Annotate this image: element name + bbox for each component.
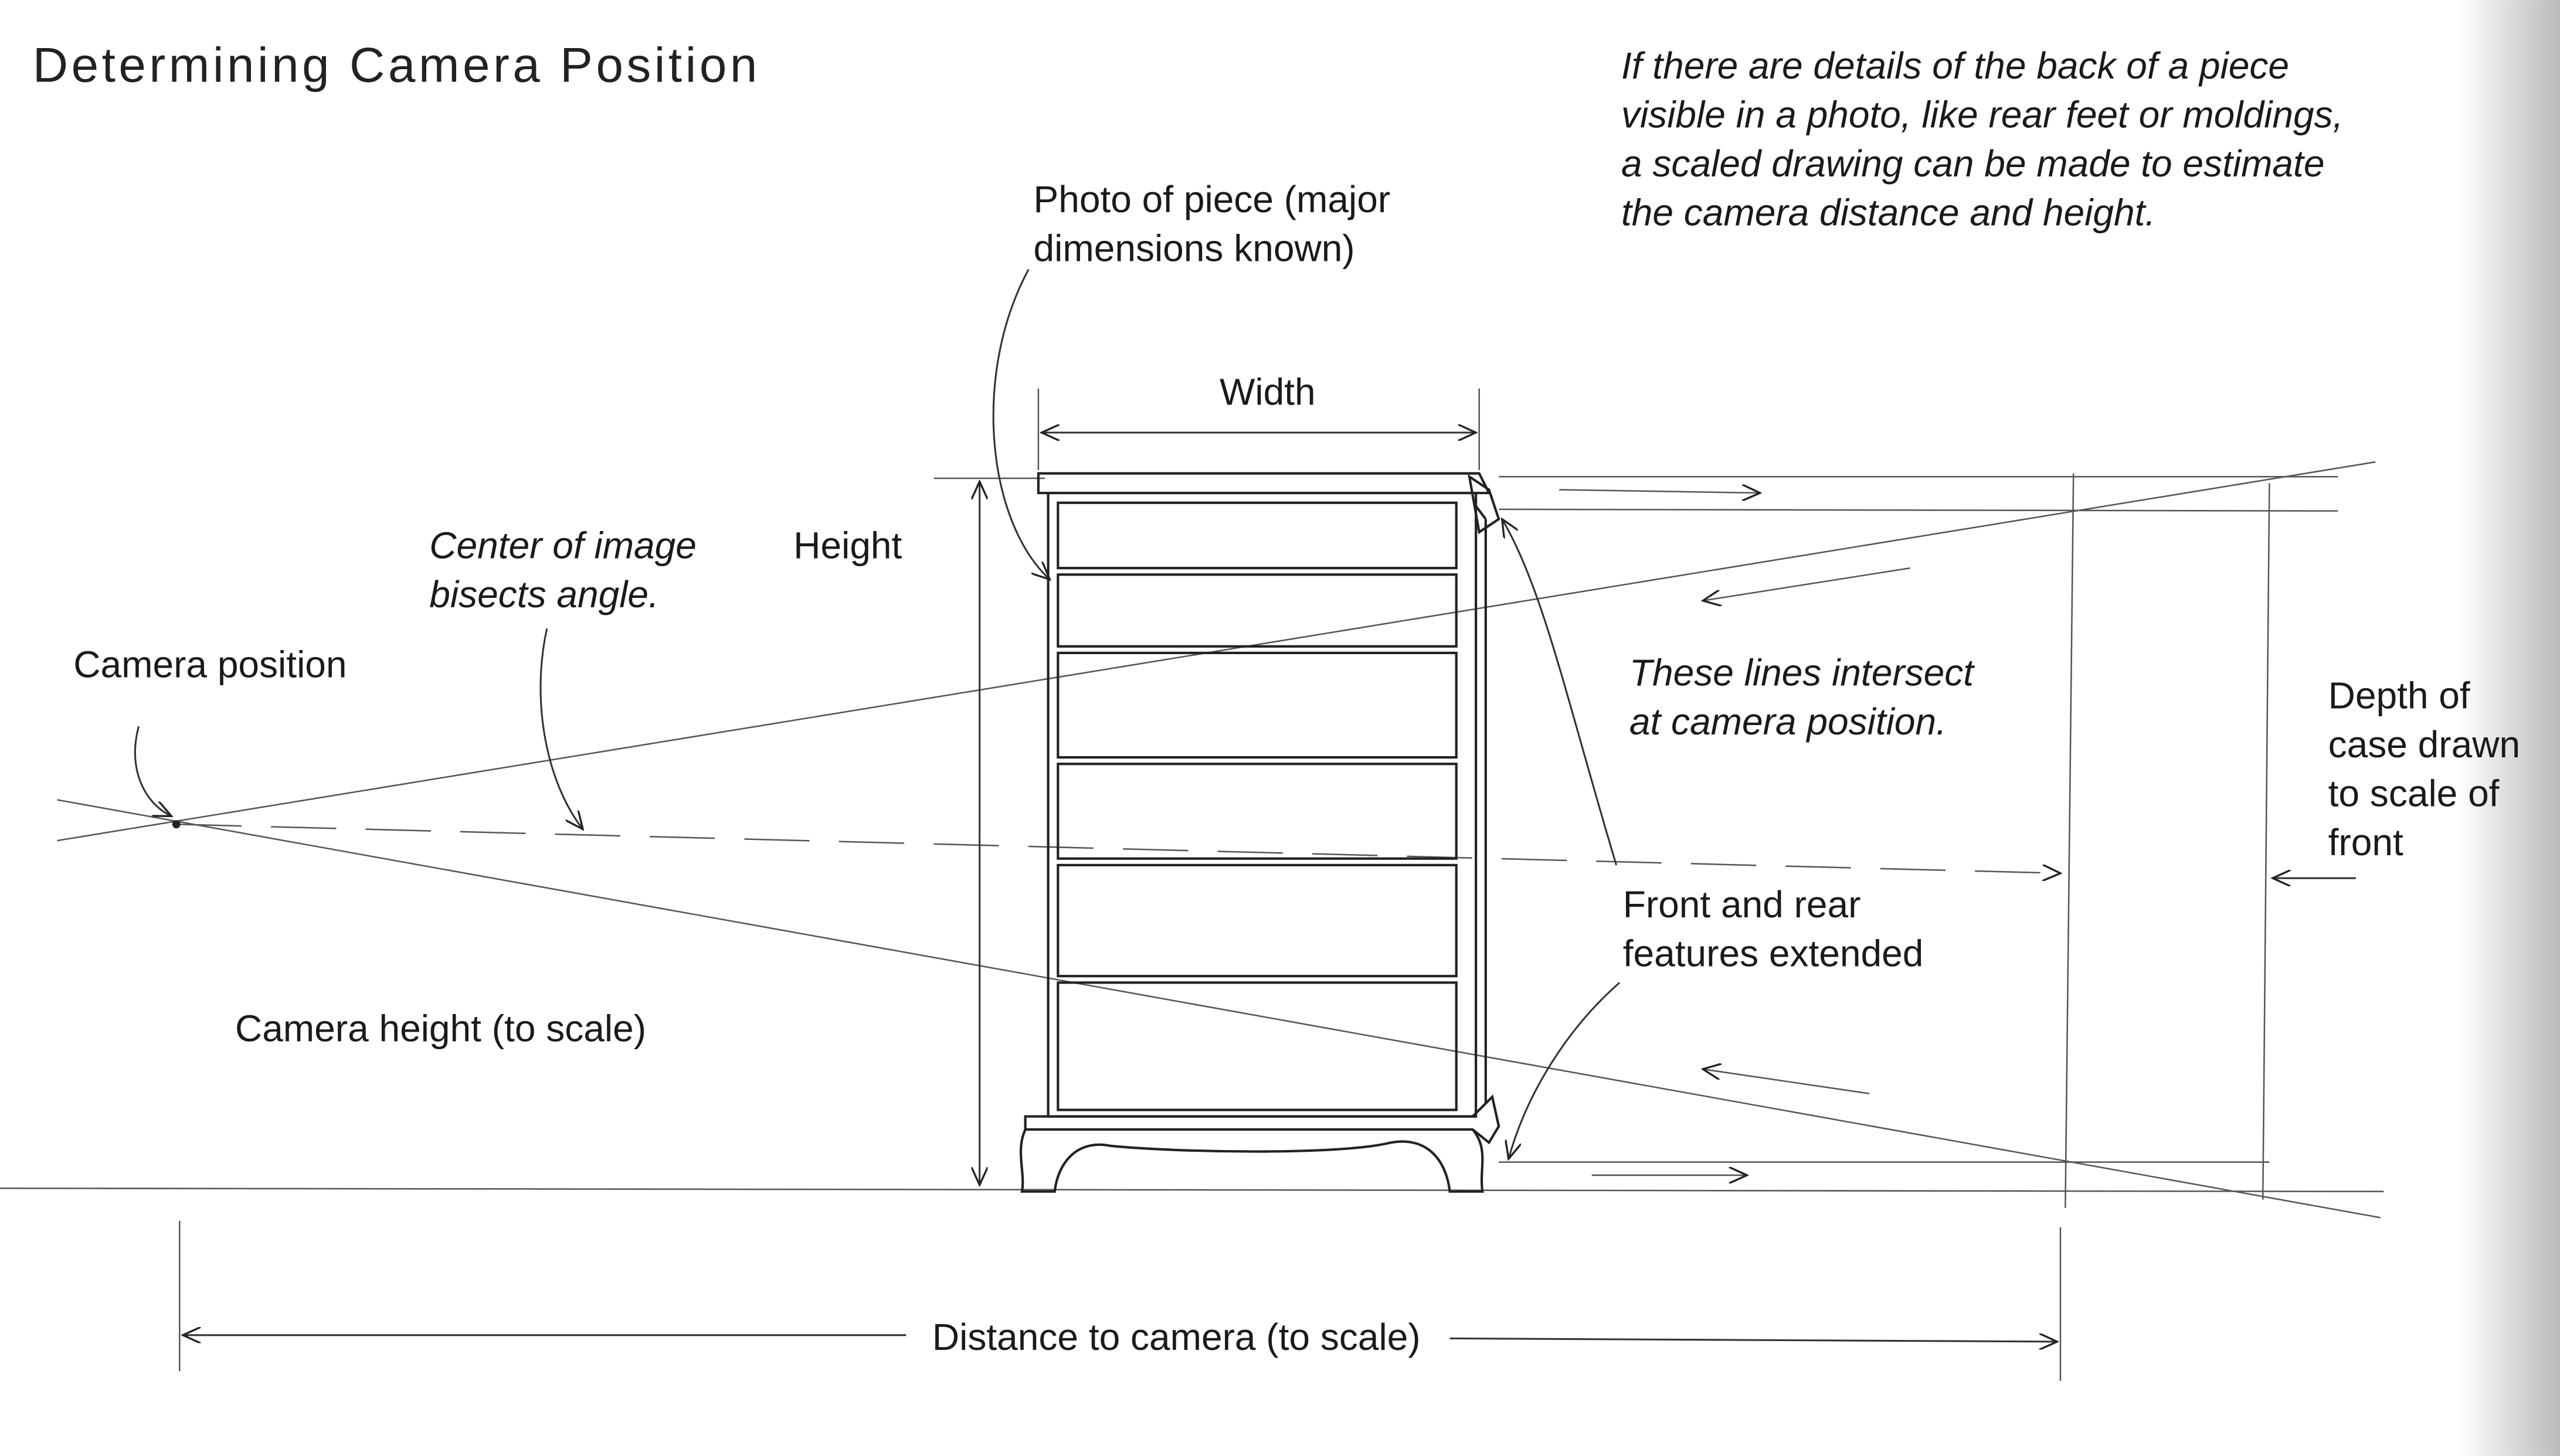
intersect-arrow [1502,519,1618,866]
note-line: the camera distance and height. [1621,191,2155,233]
front-rear-label: Front and rear [1623,883,1861,926]
photo-label: Photo of piece (major [1034,178,1391,220]
scan-edge-shadow [2457,0,2560,1456]
intersect-label: at camera position. [1629,700,1947,743]
construction-lines [0,388,2384,1381]
width-label: Width [1220,371,1316,413]
photo-label: dimensions known) [1034,227,1355,270]
camera-height-label: Camera height (to scale) [235,1008,646,1050]
note-line: a scaled drawing can be made to estimate [1621,142,2325,185]
distance-label: Distance to camera (to scale) [932,1316,1421,1358]
front-rear-arrow [1509,982,1621,1159]
depth-label: case drawn [2328,723,2520,766]
center-label: bisects angle. [429,573,659,615]
center-arrow [539,628,583,829]
depth-label: Depth of [2328,675,2470,717]
depth-label: to scale of [2328,773,2500,815]
note-line: visible in a photo, like rear feet or mo… [1621,93,2343,135]
camera-position-arrow [134,726,171,816]
center-label: Center of image [429,524,697,566]
front-rear-label: features extended [1623,933,1924,975]
distance-dimension [183,1335,2057,1342]
explanatory-note: If there are details of the back of a pi… [1621,45,2343,234]
depth-label: front [2328,821,2403,863]
photo-arrow [992,268,1050,580]
note-line: If there are details of the back of a pi… [1621,45,2289,87]
height-label: Height [793,524,902,566]
high-chest-drawing [1019,472,1500,1193]
intersect-label: These lines intersect [1629,652,1975,694]
diagram-title: Determining Camera Position [33,37,760,92]
camera-point [172,820,181,829]
annotation-arrows [134,268,2356,1175]
camera-position-label: Camera position [73,644,347,686]
